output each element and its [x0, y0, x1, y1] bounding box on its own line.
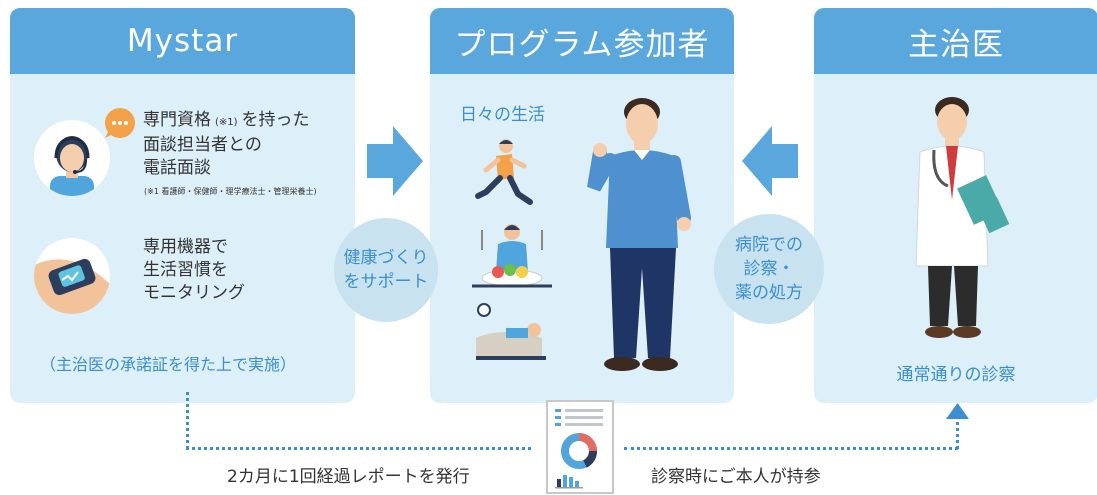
- item1-line1-end: を持った: [241, 110, 310, 130]
- participant-header: プログラム参加者: [430, 8, 734, 74]
- footnote-ref: (※1): [215, 117, 238, 128]
- item2-line2: 生活習慣を: [143, 260, 228, 280]
- item2-line1: 専用機器で: [143, 237, 228, 257]
- dotted-line-left-vertical: [186, 392, 189, 449]
- doctor-title: 主治医: [908, 26, 1004, 63]
- hospital-line1: 病院での: [735, 235, 803, 255]
- report-label: 2カ月に1回経過レポートを発行: [227, 467, 470, 487]
- hospital-line3: 薬の処方: [735, 283, 803, 303]
- support-line2: をサポート: [343, 272, 429, 292]
- approval-condition: （主治医の承諾証を得た上で実施）: [40, 355, 297, 374]
- hospital-line2: 診察・: [743, 259, 795, 279]
- doctor-header: 主治医: [814, 8, 1097, 74]
- hospital-circle: 病院での 診察・ 薬の処方: [714, 214, 824, 324]
- participant-panel: プログラム参加者 日々の生活: [430, 8, 734, 403]
- speech-bubble-icon: [105, 108, 135, 138]
- dotted-line-right-horizontal: [624, 447, 958, 450]
- dotted-line-right-vertical: [956, 416, 959, 449]
- doctor-icon: [915, 97, 1010, 338]
- qualification-footnote: (※1 看護師・保健師・理学療法士・管理栄養士): [144, 187, 317, 196]
- participant-title: プログラム参加者: [454, 26, 710, 63]
- operator-avatar-icon: [34, 120, 110, 196]
- report-document-icon: [546, 400, 614, 494]
- monitoring-text: 専用機器で 生活習慣を モニタリング: [143, 236, 245, 305]
- eating-person-icon: [472, 224, 552, 288]
- daily-life-label: 日々の生活: [460, 105, 545, 125]
- item1-line1: 専門資格: [143, 110, 211, 130]
- bring-label: 診察時にご本人が持参: [651, 467, 821, 487]
- mystar-panel: Mystar 専門資格 (※1)を持った 面談担当者との 電話面談 (※1 看護師…: [10, 8, 355, 403]
- routine-exam-label: 通常通りの診察: [896, 365, 1016, 385]
- item1-line3: 電話面談: [143, 158, 211, 178]
- item1-line2: 面談担当者との: [143, 135, 262, 155]
- arrow-up-icon: [946, 403, 969, 419]
- running-person-icon: [475, 139, 533, 205]
- mystar-header: Mystar: [10, 8, 355, 74]
- wearable-device-icon: [34, 238, 110, 314]
- participant-man-icon: [587, 98, 691, 371]
- doctor-panel: 主治医 通常通りの診察: [814, 8, 1097, 403]
- dotted-line-left-horizontal: [186, 447, 531, 450]
- arrow-left-icon: [742, 126, 798, 196]
- phone-interview-text: 専門資格 (※1)を持った 面談担当者との 電話面談: [143, 109, 310, 180]
- mystar-title: Mystar: [126, 23, 239, 59]
- support-line1: 健康づくり: [343, 248, 429, 268]
- sleeping-person-icon: [476, 303, 546, 360]
- support-circle: 健康づくり をサポート: [334, 218, 438, 322]
- arrow-right-icon: [367, 126, 423, 196]
- item2-line3: モニタリング: [143, 283, 245, 303]
